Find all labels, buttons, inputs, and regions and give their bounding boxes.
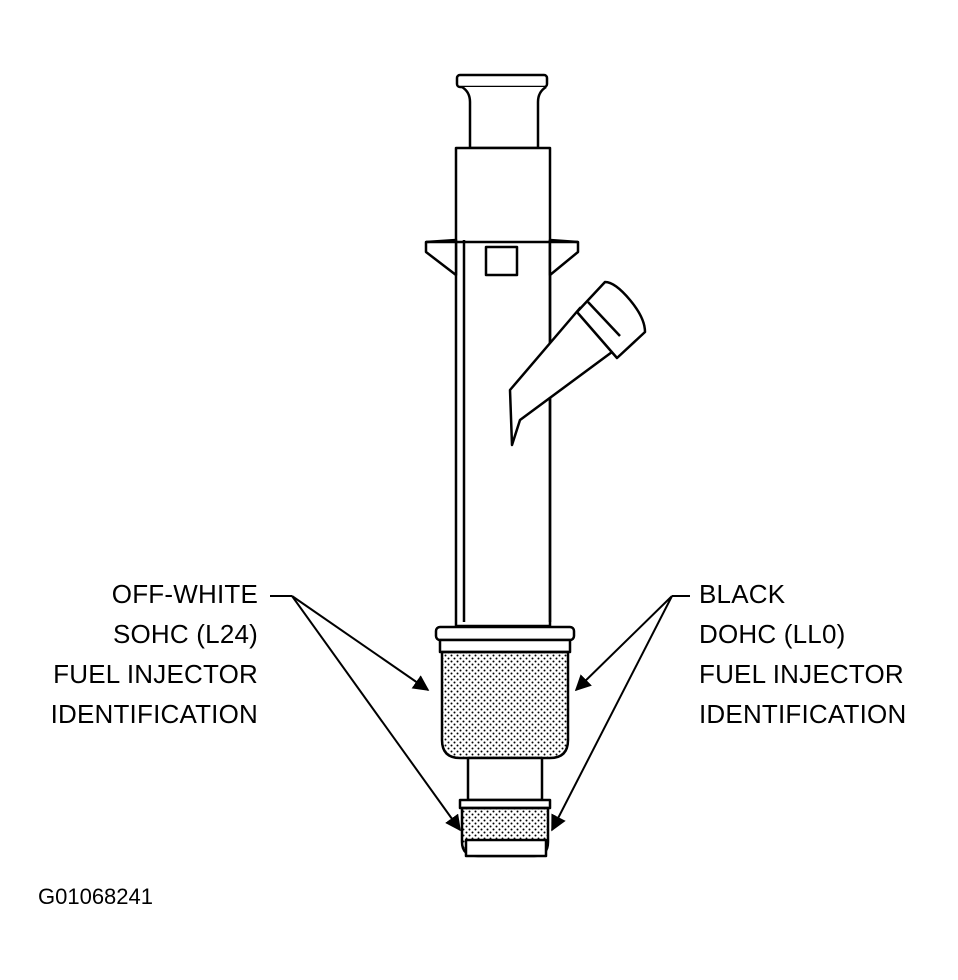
- left-leader-lines: [270, 595, 461, 832]
- left-callout-text: OFF-WHITE SOHC (L24) FUEL INJECTOR IDENT…: [51, 574, 258, 734]
- injector-top-neck: [461, 85, 547, 150]
- left-callout-line-4: IDENTIFICATION: [50, 699, 258, 729]
- injector-connector-arm: [508, 306, 614, 447]
- injector-left-flange: [424, 238, 458, 277]
- figure-id: G01068241: [38, 884, 153, 909]
- injector-color-band: [440, 650, 570, 760]
- injector-upper-ring: [434, 625, 576, 642]
- injector-connector-cap: [575, 280, 647, 360]
- injector-body: [424, 73, 647, 858]
- left-callout-line-3: FUEL INJECTOR: [53, 659, 258, 689]
- injector-top-cap: [455, 73, 549, 89]
- left-callout-line-1: OFF-WHITE: [111, 579, 258, 609]
- injector-right-flange: [548, 238, 580, 277]
- right-callout-line-2: DOHC (LL0): [699, 619, 846, 649]
- right-callout-line-4: IDENTIFICATION: [699, 699, 907, 729]
- right-callout-text: BLACK DOHC (LL0) FUEL INJECTOR IDENTIFIC…: [699, 574, 906, 734]
- right-callout-line-3: FUEL INJECTOR: [699, 659, 904, 689]
- injector-nozzle: [466, 756, 544, 802]
- right-callout-line-1: BLACK: [699, 579, 786, 609]
- left-callout-line-2: SOHC (L24): [112, 619, 258, 649]
- right-leader-lines: [551, 595, 690, 832]
- injector-window: [484, 245, 519, 277]
